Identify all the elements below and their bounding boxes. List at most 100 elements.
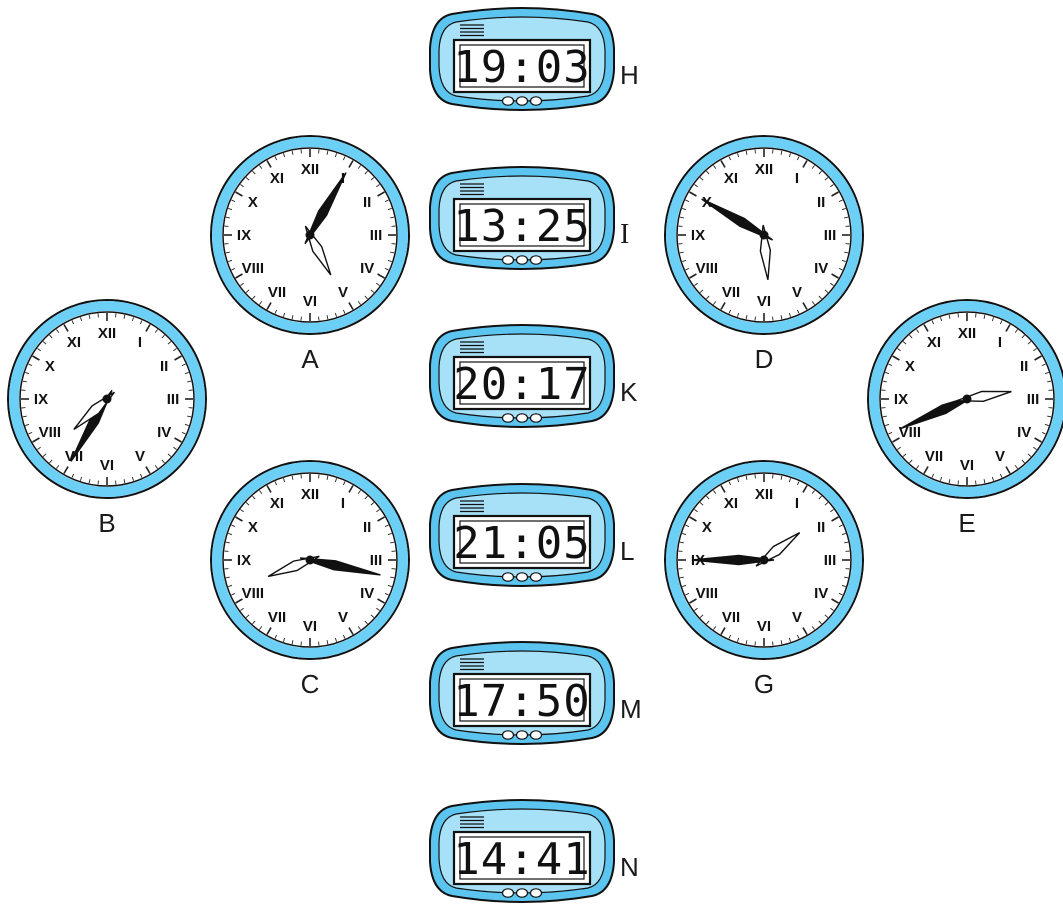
digital-time: 21:05	[453, 518, 590, 569]
clock-numeral: VIII	[696, 260, 719, 277]
clock-tick	[184, 423, 189, 427]
clock-tick	[376, 184, 380, 188]
clock-tick	[377, 516, 385, 522]
clock-tick	[1033, 348, 1037, 352]
digital-clock-m: 17:50 M	[429, 641, 642, 745]
clock-tick	[123, 314, 126, 319]
clock-numeral: XI	[927, 334, 941, 351]
clock-tick	[342, 481, 346, 486]
clock-numeral: II	[817, 519, 825, 536]
clock-tick	[830, 607, 834, 611]
clock-tick	[706, 295, 710, 300]
clock-numeral: XII	[301, 161, 319, 178]
clock-numeral: XI	[724, 495, 738, 512]
clock-label: K	[620, 377, 638, 407]
clock-tick	[694, 184, 698, 188]
clock-tick	[838, 524, 843, 528]
watch-button	[501, 255, 515, 265]
clock-tick	[252, 495, 256, 500]
clock-tick	[818, 495, 822, 500]
clock-tick	[387, 532, 392, 536]
clock-tick	[818, 620, 822, 625]
watch-button	[529, 888, 543, 898]
clock-rim	[869, 301, 1063, 497]
clock-tick	[245, 289, 250, 293]
clock-tick	[231, 199, 236, 203]
clock-tick	[841, 259, 846, 263]
clock-tick	[679, 541, 684, 544]
clock-tick	[1021, 334, 1025, 339]
clock-numeral: I	[795, 170, 799, 187]
clock-numeral: VII	[722, 609, 740, 626]
clock-tick	[334, 312, 338, 317]
clock-tick	[796, 634, 800, 639]
clock-numeral: VI	[960, 457, 974, 474]
clock-tick	[728, 481, 732, 486]
watch-button	[529, 255, 543, 265]
clock-tick	[326, 475, 329, 480]
digital-time: 17:50	[453, 676, 590, 727]
clock-label: M	[620, 694, 642, 724]
clock-numeral: IV	[814, 260, 828, 277]
analog-clock-a: XIIIIIIIIIVVVIVIIVIIIIXXXIA	[210, 135, 410, 374]
clock-tick	[131, 317, 135, 322]
clock-tick	[274, 309, 278, 314]
clock-tick	[225, 541, 230, 544]
clock-tick	[123, 479, 126, 484]
clock-tick	[1021, 459, 1025, 464]
clock-tick	[390, 541, 395, 544]
watch-button	[529, 413, 543, 423]
clock-numeral: XII	[301, 486, 319, 503]
clock-numeral: V	[338, 609, 348, 626]
clock-tick	[22, 380, 27, 383]
clock-tick	[326, 150, 329, 155]
clock-numeral: VIII	[242, 585, 265, 602]
clock-numeral: X	[905, 358, 915, 375]
clock-tick	[713, 490, 717, 494]
clock-tick	[811, 626, 815, 630]
clock-numeral: VII	[268, 609, 286, 626]
clock-tick	[384, 267, 389, 271]
clock-numeral: II	[363, 194, 371, 211]
clock-tick	[682, 259, 687, 263]
clock-label: I	[620, 219, 629, 250]
clock-tick	[824, 502, 829, 506]
clock-tick	[63, 324, 69, 332]
clock-tick	[699, 177, 704, 181]
clock-center-pin	[759, 230, 769, 240]
clock-tick	[22, 415, 27, 418]
clock-tick	[939, 317, 943, 322]
clock-tick	[728, 156, 732, 161]
clock-tick	[1033, 446, 1037, 450]
clock-tick	[882, 380, 887, 383]
clock-tick	[240, 184, 244, 188]
watch-button	[501, 413, 515, 423]
clock-tick	[390, 576, 395, 579]
clock-center-pin	[759, 555, 769, 565]
clock-numeral: VII	[268, 284, 286, 301]
clock-tick	[720, 160, 726, 168]
clock-center-pin	[305, 230, 315, 240]
clock-tick	[342, 156, 346, 161]
clock-numeral: V	[792, 284, 802, 301]
clock-tick	[384, 592, 389, 596]
clock-tick	[384, 524, 389, 528]
clock-tick	[909, 334, 913, 339]
clock-label: N	[620, 852, 639, 882]
minute-hand	[900, 394, 977, 429]
clock-tick	[370, 614, 375, 618]
clock-tick	[37, 446, 41, 450]
clock-tick	[824, 289, 829, 293]
clock-tick	[999, 320, 1003, 325]
clock-tick	[228, 584, 233, 588]
clock-tick	[370, 289, 375, 293]
watch-button	[501, 572, 515, 582]
watch-button	[515, 96, 529, 106]
clock-numeral: VII	[722, 284, 740, 301]
clock-tick	[259, 301, 263, 305]
clock-tick	[830, 282, 834, 286]
clock-tick	[184, 371, 189, 375]
clock-tick	[736, 478, 740, 483]
